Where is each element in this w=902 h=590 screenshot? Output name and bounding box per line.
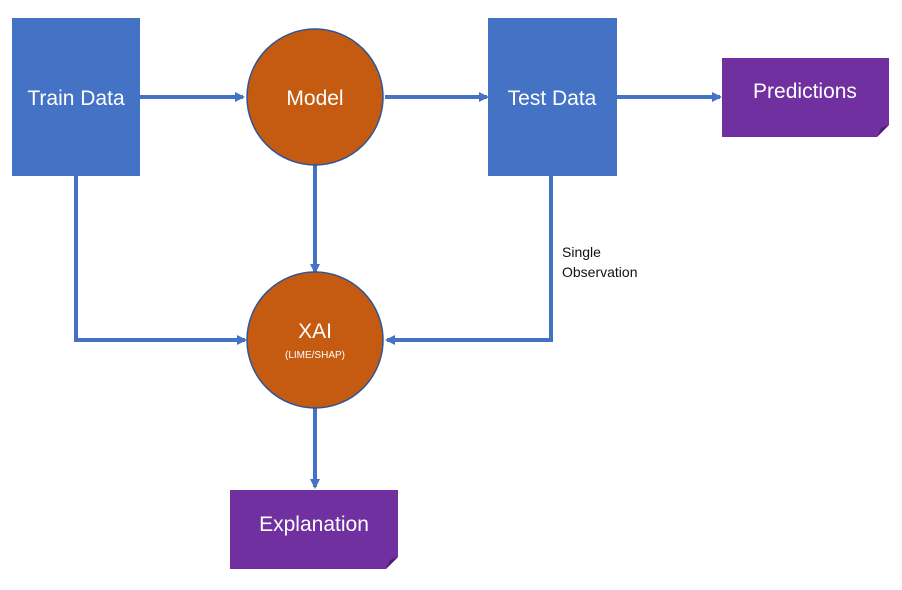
arrow-train-to-xai: [74, 176, 247, 345]
train-data-label: Train Data: [27, 87, 125, 110]
single-observation-label-line2: Observation: [562, 264, 637, 280]
predictions-node: Predictions: [722, 58, 889, 137]
model-label: Model: [286, 87, 343, 110]
test-data-node: Test Data: [488, 18, 617, 176]
test-data-label: Test Data: [508, 87, 597, 110]
train-data-node: Train Data: [12, 18, 140, 176]
xai-node: XAI (LIME/SHAP): [246, 271, 384, 409]
xai-sublabel: (LIME/SHAP): [285, 350, 345, 361]
explanation-label: Explanation: [259, 513, 369, 536]
predictions-label: Predictions: [753, 80, 857, 103]
single-observation-label-line1: Single: [562, 244, 601, 260]
model-node: Model: [246, 28, 384, 166]
xai-label: XAI: [298, 320, 332, 343]
arrow-test-to-xai: [385, 176, 553, 345]
explanation-node: Explanation: [230, 490, 398, 569]
